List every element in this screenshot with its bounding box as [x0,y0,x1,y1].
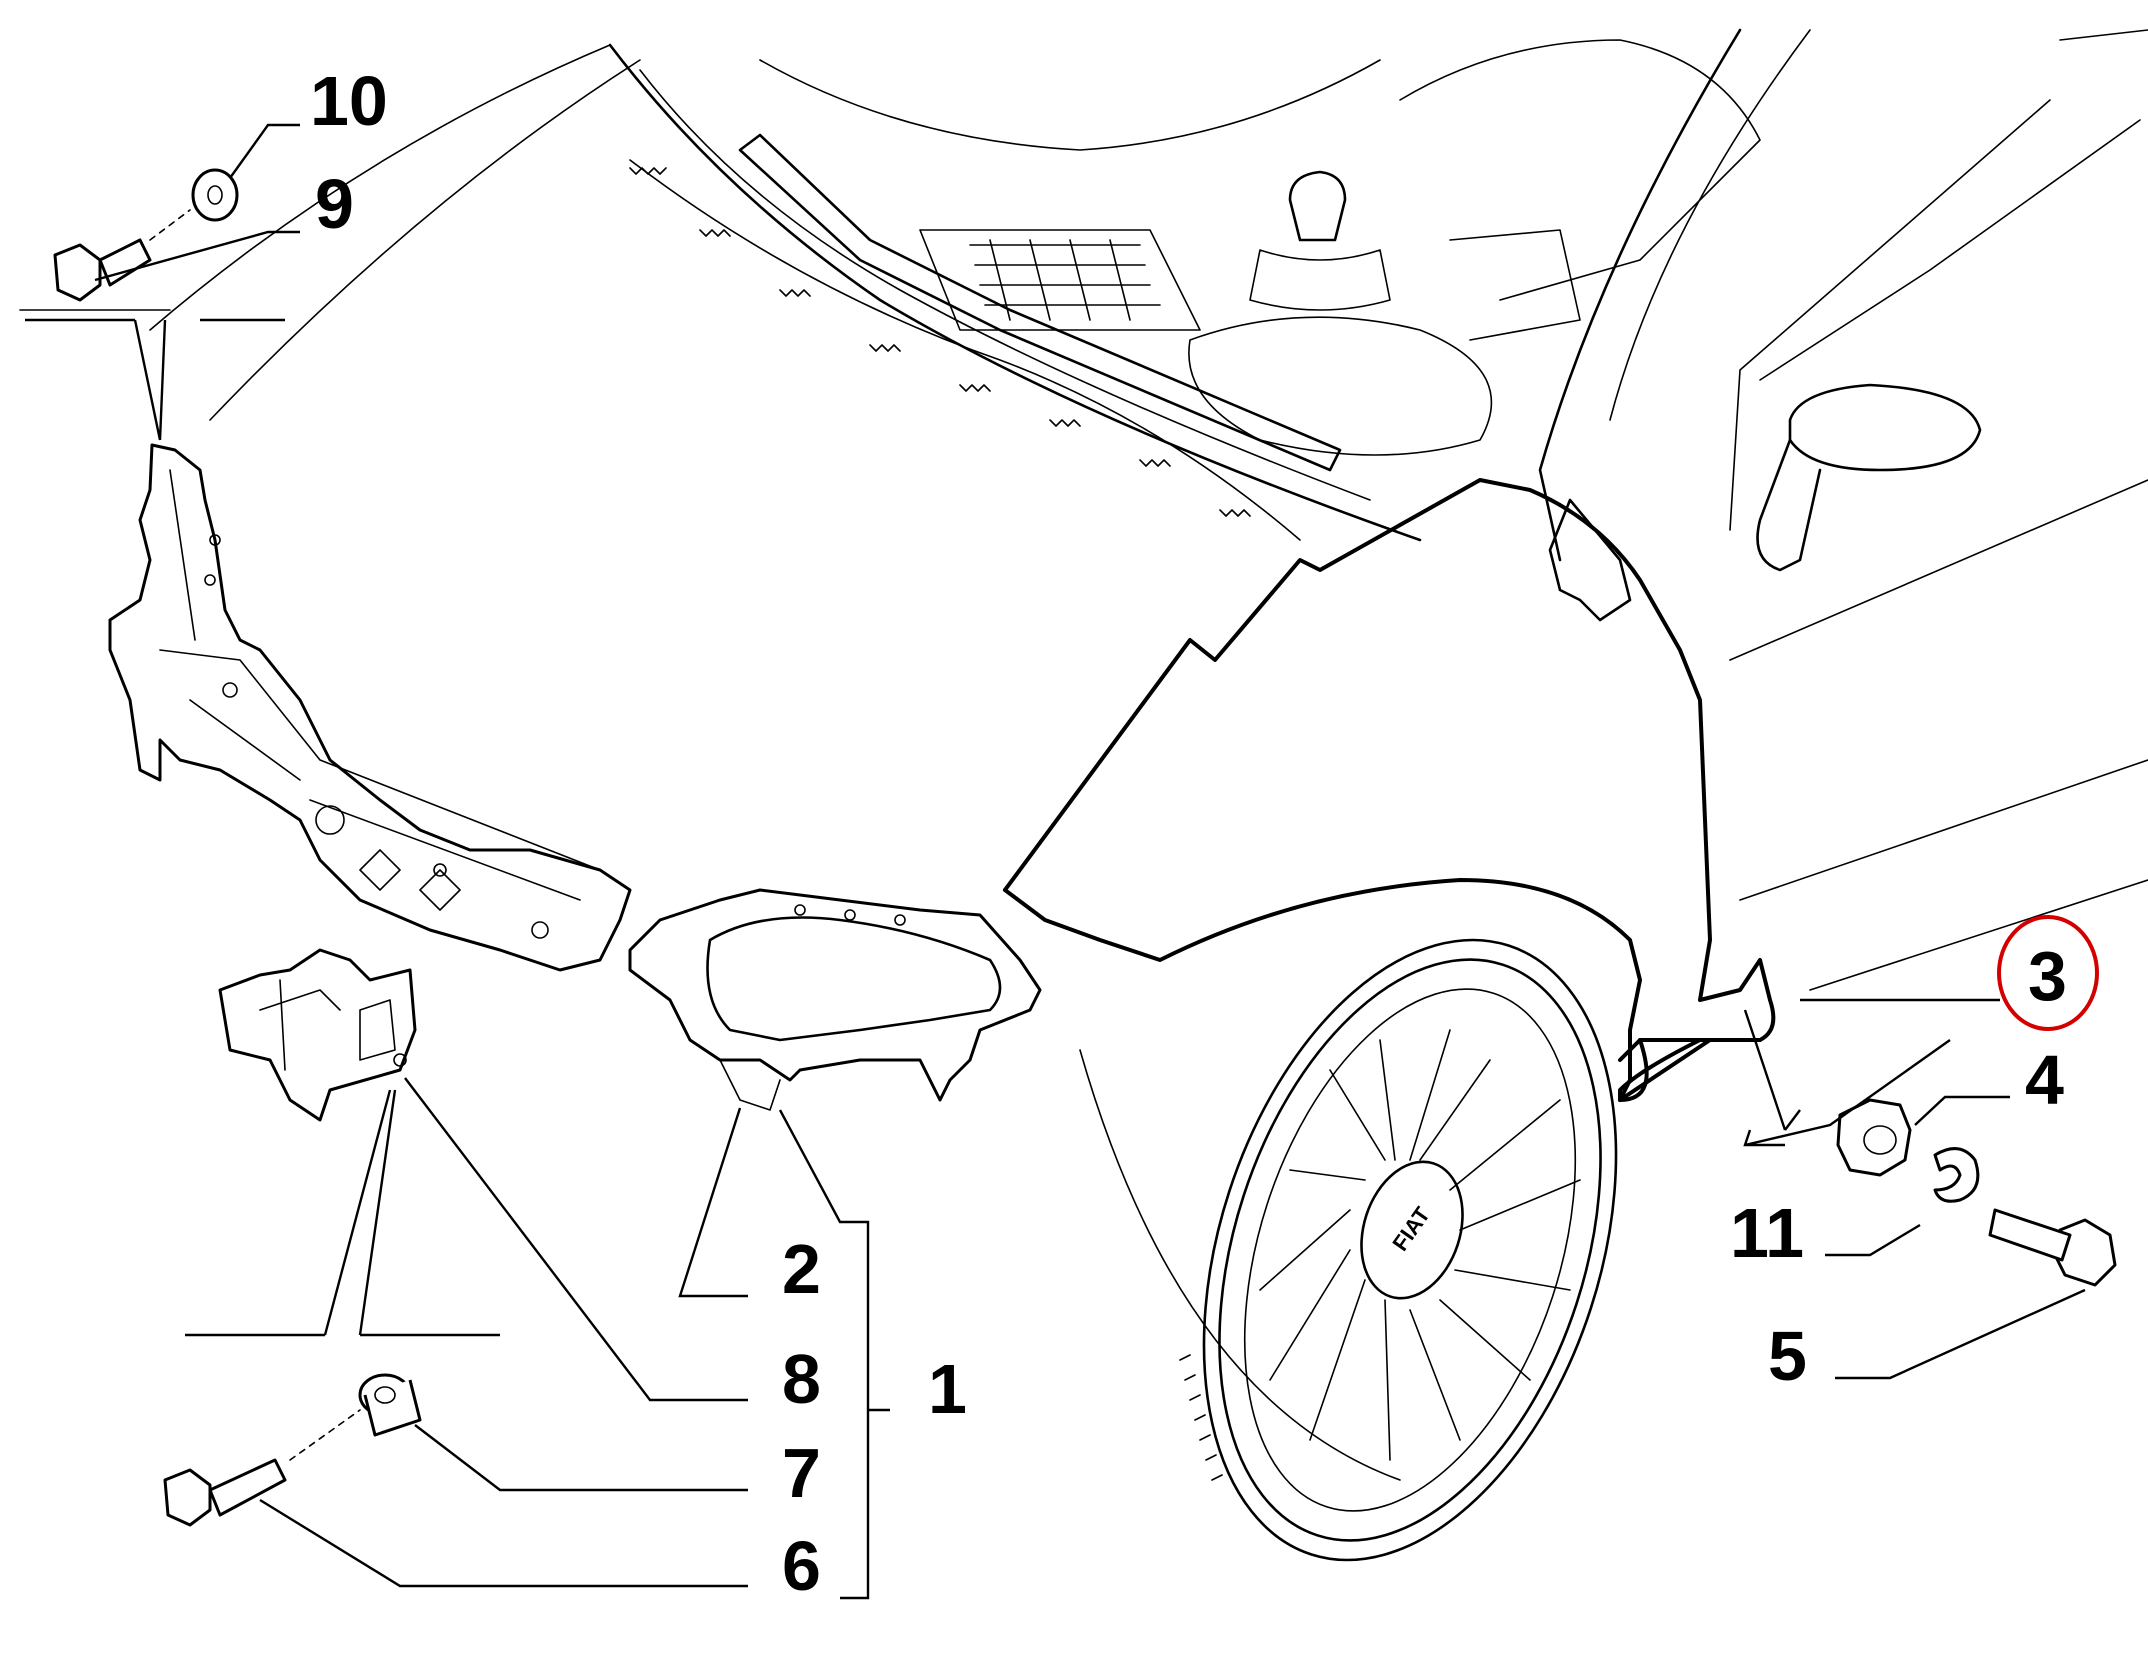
callout-4: 4 [2025,1041,2064,1119]
bolt-6 [163,1468,212,1527]
headlamp-support-bracket [628,888,1042,1111]
front-fender [1003,478,1776,1102]
wheel-badge-logo: FIAT [1387,1202,1435,1255]
nut-4 [1836,1098,1912,1177]
callout-11: 11 [1730,1194,1804,1272]
callout-6: 6 [782,1527,821,1605]
clip-11 [1933,1147,1980,1203]
callout-8: 8 [782,1340,821,1418]
fasteners [53,168,2117,1527]
callout-labels: 10 9 2 8 1 7 6 3 4 11 5 [310,62,2099,1605]
front-wheel: FIAT [1079,938,1618,1562]
callout-9: 9 [315,165,354,243]
callout-5: 5 [1768,1317,1807,1395]
callout-10: 10 [310,62,388,140]
hood-latch-bracket [218,948,417,1122]
car-body-outline [19,28,2148,991]
callout-2: 2 [782,1230,821,1308]
radiator-crossmember [108,443,632,972]
callout-1: 1 [928,1350,967,1428]
callout-3-highlight-circle [1997,915,2099,1031]
bolt-9 [53,243,102,302]
callout-3: 3 [2028,937,2067,1015]
callout-7: 7 [782,1434,821,1512]
washer-10 [191,168,239,222]
leader-lines [25,123,2086,1600]
